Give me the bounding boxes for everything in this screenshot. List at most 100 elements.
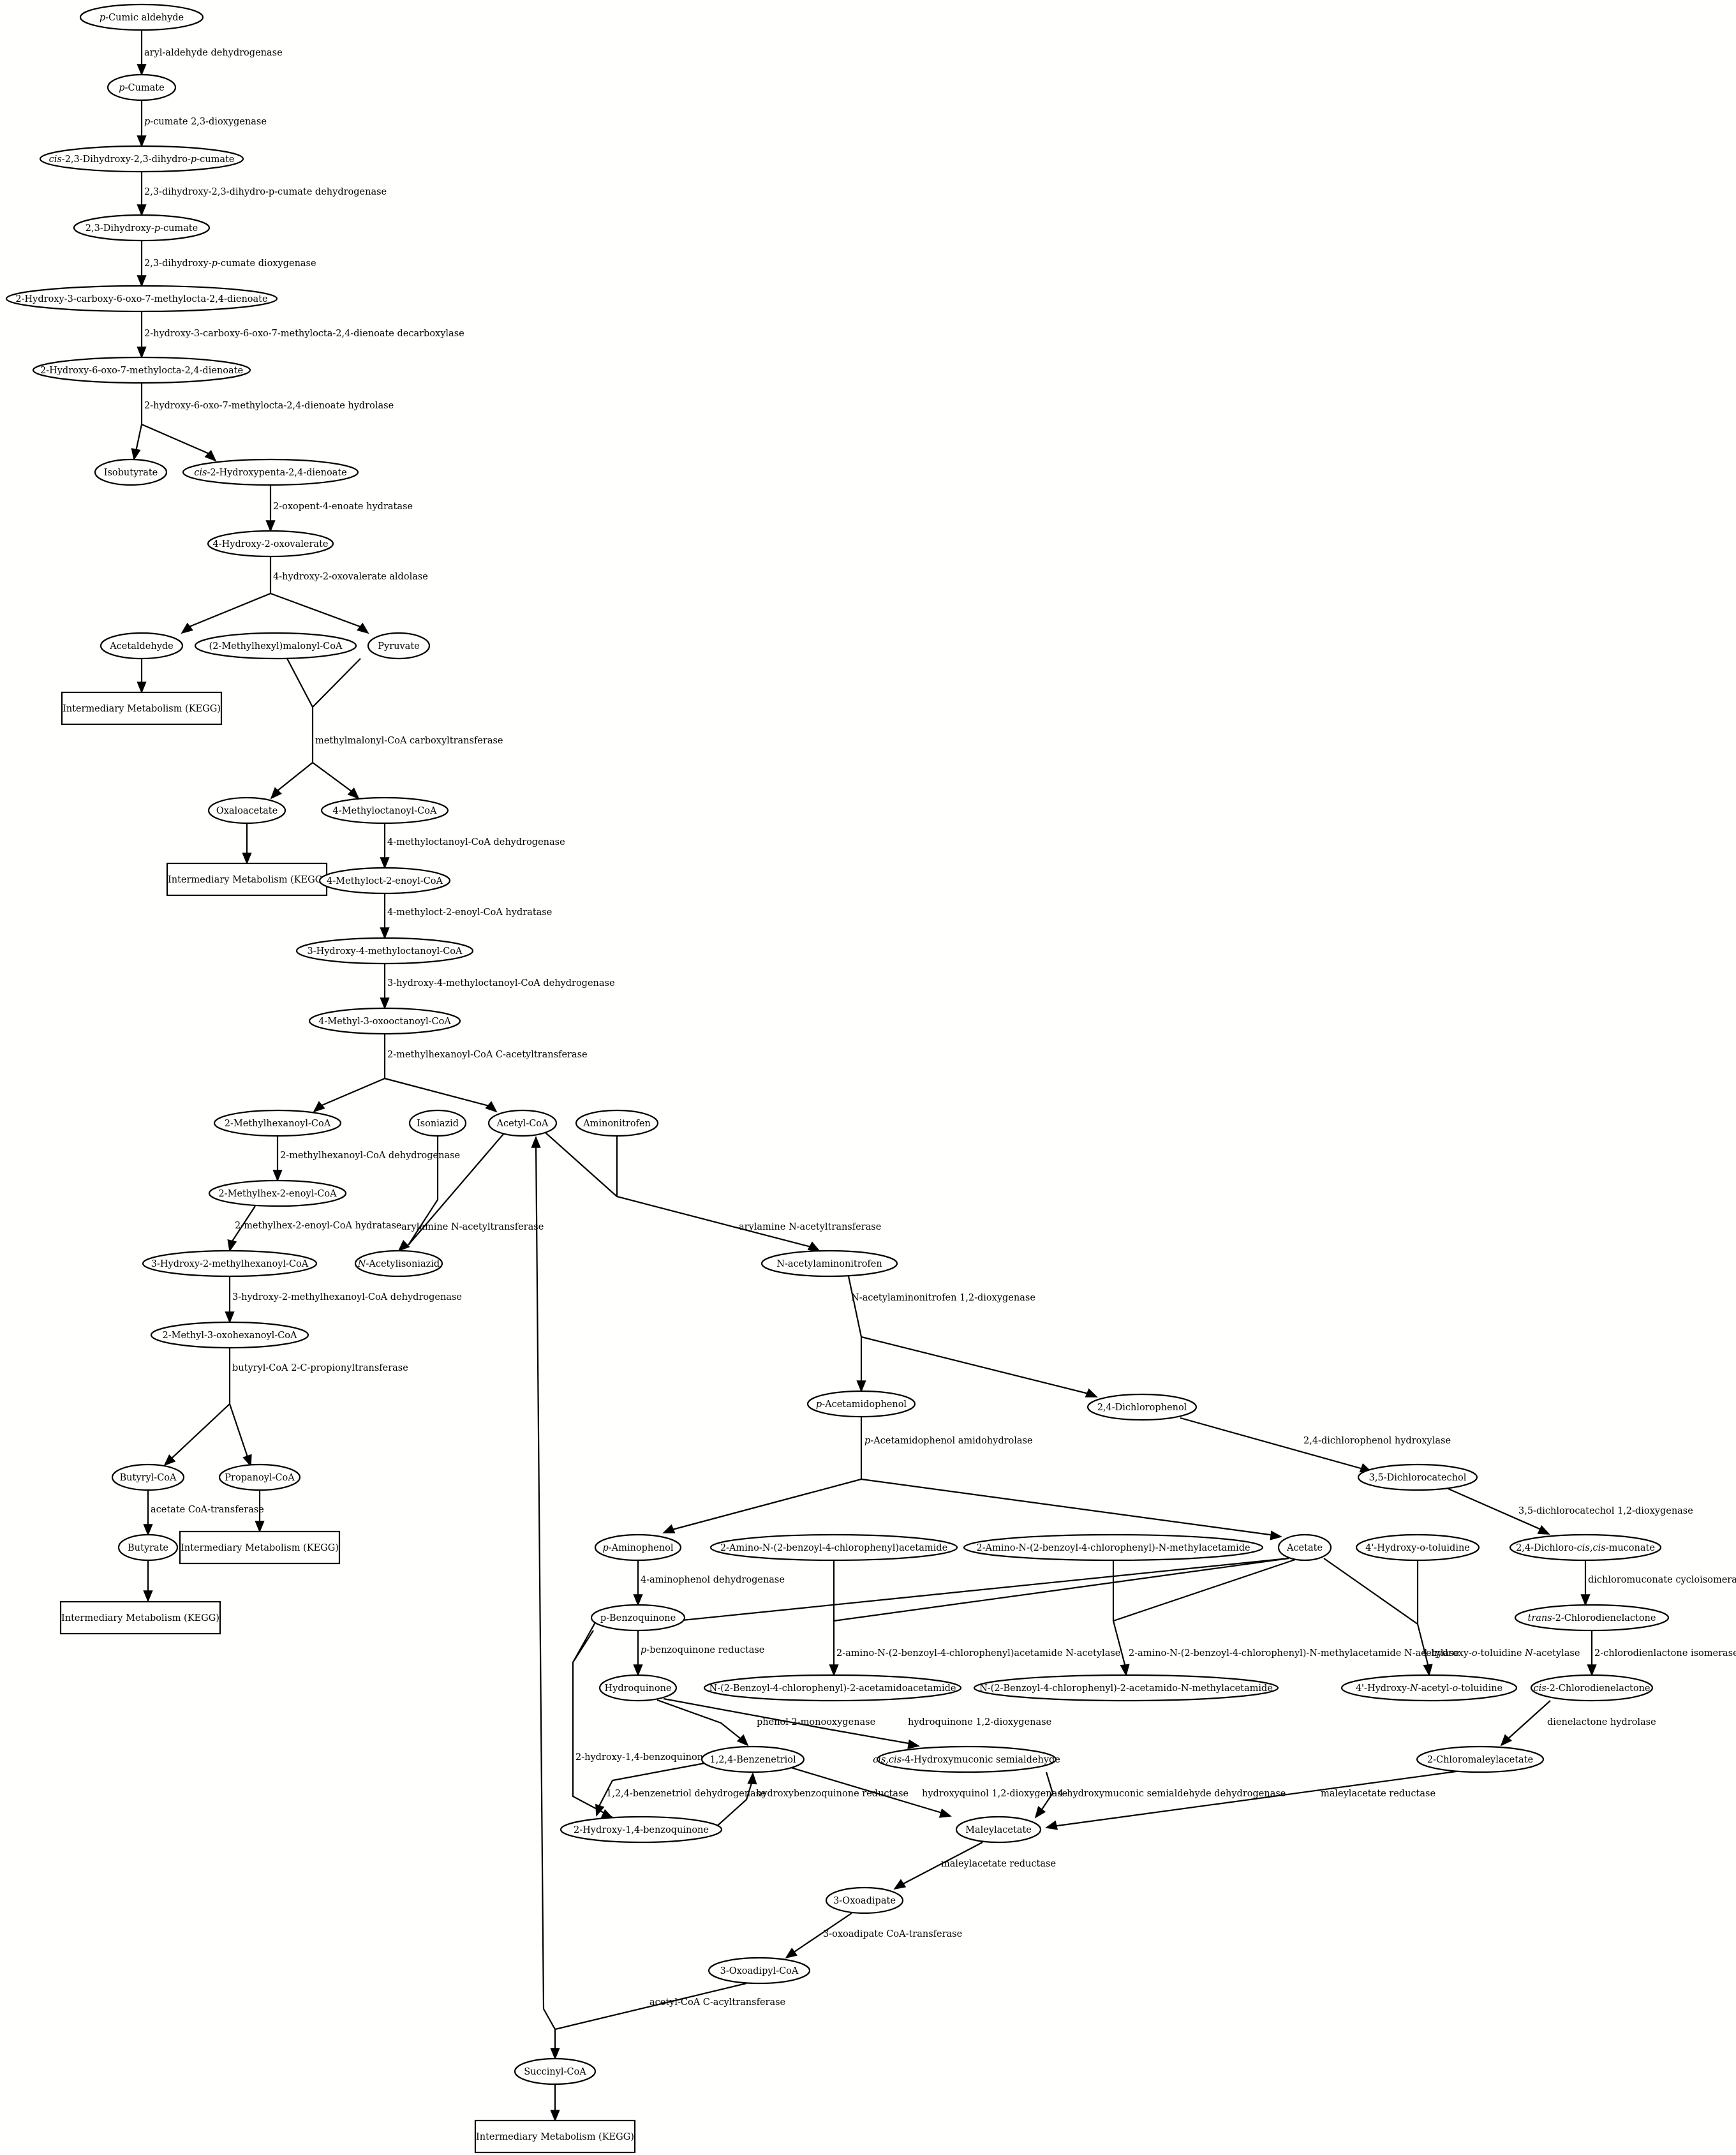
node-shape: [408, 1109, 467, 1137]
compound-node: 3-Hydroxy-4-methyloctanoyl-CoA: [295, 937, 474, 965]
edge-e14: 2-methylhexanoyl-CoA dehydrogenase: [272, 1136, 460, 1182]
arrowhead: [1423, 1664, 1433, 1676]
node-shape: [701, 1745, 805, 1773]
enzyme-label: 3,5-dichlorocatechol 1,2-dioxygenase: [1518, 1506, 1693, 1516]
enzyme-label: p-benzoquinone reductase: [641, 1645, 764, 1655]
edge-e19: arylamine N-acetyltransferase: [397, 1133, 544, 1252]
enzyme-label: butyryl-CoA 2-C-propionyltransferase: [232, 1363, 408, 1373]
arrowhead: [1580, 1594, 1591, 1606]
compound-node: Isoniazid: [408, 1109, 467, 1137]
node-label: 2-Methyl-3-oxohexanoyl-CoA: [162, 1331, 297, 1341]
node-label: Aminonitrofen: [582, 1119, 651, 1129]
edge-e4: 2,3-dihydroxy-p-cumate dioxygenase: [137, 241, 316, 287]
enzyme-label: dichloromuconate cycloisomerase: [1588, 1575, 1736, 1585]
metabolism-box: Intermediary Metabolism (KEGG): [179, 1530, 341, 1565]
node-shape: [806, 1390, 916, 1418]
node-shape: [708, 1957, 811, 1985]
node-shape: [1357, 1463, 1478, 1491]
enzyme-label: 4-hydroxymuconic semialdehyde dehydrogen…: [1058, 1789, 1286, 1799]
node-shape: [207, 530, 334, 558]
node-label: N-acetylaminonitrofen: [776, 1259, 882, 1269]
arrowhead: [137, 682, 147, 694]
enzyme-label: 4-hydroxy-2-oxovalerate aldolase: [273, 572, 428, 582]
enzyme-label: hydroxybenzoquinone reductase: [756, 1789, 909, 1799]
node-shape: [308, 1007, 461, 1035]
edge-line: [1505, 1700, 1551, 1741]
compound-node: cis,cis-4-Hydroxymuconic semialdehyde: [873, 1745, 1060, 1773]
enzyme-label: 2-amino-N-(2-benzoyl-4-chlorophenyl)acet…: [836, 1648, 1120, 1659]
arrowhead: [137, 347, 147, 359]
node-label: 4'-Hydroxy-N-acetyl-o-toluidine: [1356, 1683, 1502, 1694]
compound-node: Hydroquinone: [598, 1674, 678, 1702]
edge-e40: maleylacetate reductase: [1045, 1770, 1462, 1830]
compound-node: (2-Methylhexyl)malonyl-CoA: [194, 632, 357, 660]
arrowhead: [227, 1239, 237, 1252]
node-label: p-Acetamidophenol: [816, 1399, 907, 1410]
node-shape: [61, 691, 223, 726]
compound-node: Oxaloacetate: [207, 796, 286, 824]
node-shape: [117, 1533, 179, 1562]
node-shape: [487, 1109, 558, 1137]
compound-node: Aminonitrofen: [575, 1109, 659, 1137]
edge-e34: 2-hydroxy-1,4-benzoquinone 2-reductase: [572, 1612, 767, 1819]
enzyme-label: 3-hydroxy-2-methylhexanoyl-CoA dehydroge…: [232, 1292, 462, 1302]
enzyme-label: 2-methylhexanoyl-CoA C-acetyltransferase: [387, 1050, 588, 1060]
edge-succ: [550, 2084, 560, 2122]
node-label: 2,4-Dichlorophenol: [1097, 1403, 1187, 1413]
edge-line: [714, 1778, 754, 1829]
node-shape: [474, 2119, 636, 2154]
edge-prp: [255, 1490, 265, 1533]
compound-node: 2-Hydroxy-6-oxo-7-methylocta-2,4-dienoat…: [32, 356, 251, 384]
node-label: 1,2,4-Benzenetriol: [709, 1755, 796, 1765]
node-shape: [150, 1321, 309, 1349]
compound-node: cis-2,3-Dihydroxy-2,3-dihydro-p-cumate: [39, 145, 244, 173]
node-label: Isoniazid: [417, 1119, 459, 1129]
arrowhead: [143, 1590, 153, 1602]
arrowhead: [380, 997, 390, 1010]
edge-e8: 4-hydroxy-2-oxovalerate aldolase: [181, 556, 428, 634]
node-shape: [318, 867, 451, 895]
edge-line: [676, 1557, 1289, 1669]
node-shape: [1530, 1674, 1654, 1702]
node-shape: [59, 1600, 221, 1635]
node-label: 3-Oxoadipate: [833, 1896, 896, 1906]
edge-line: [847, 1276, 1092, 1396]
node-label: 4-Methyl-3-oxooctanoyl-CoA: [318, 1017, 451, 1027]
edge-e38: hydroxyquinol 1,2-dioxygenase: [790, 1766, 1067, 1818]
compound-node: 2-Amino-N-(2-benzoyl-4-chlorophenyl)acet…: [709, 1533, 958, 1562]
edge-e23: p-Acetamidophenol amidohydrolase: [662, 1417, 1282, 1540]
enzyme-label: p-cumate 2,3-dioxygenase: [144, 117, 267, 127]
arrowhead: [1500, 1734, 1512, 1747]
enzyme-label: 2,3-dihydroxy-p-cumate dioxygenase: [144, 258, 316, 269]
metabolism-box: Intermediary Metabolism (KEGG): [59, 1600, 221, 1635]
enzyme-label: 2-methylhexanoyl-CoA dehydrogenase: [280, 1151, 460, 1161]
node-shape: [107, 73, 177, 101]
compound-node: 2-Methyl-3-oxohexanoyl-CoA: [150, 1321, 309, 1349]
compound-node: Isobutyrate: [94, 458, 168, 486]
compound-node: Acetaldehyde: [100, 632, 184, 660]
edge-e11: 4-methyloct-2-enoyl-CoA hydratase: [380, 893, 552, 939]
edge-e2: p-cumate 2,3-dioxygenase: [137, 100, 267, 147]
node-label: Succinyl-CoA: [524, 2067, 586, 2077]
enzyme-label: acetyl-CoA C-acyltransferase: [649, 1997, 785, 2008]
edge-line: [186, 556, 364, 629]
compound-node: p-Cumic aldehyde: [79, 3, 204, 31]
edge-e43: acetyl-CoA C-acyltransferase: [531, 1136, 785, 2060]
node-shape: [760, 1249, 898, 1278]
edge-e1: aryl-aldehyde dehydrogenase: [137, 30, 283, 76]
node-label: 2-Amino-N-(2-benzoyl-4-chlorophenyl)-N-m…: [976, 1543, 1250, 1553]
arrowhead: [347, 787, 360, 800]
arrowhead: [907, 1739, 920, 1749]
arrowhead: [225, 1311, 235, 1324]
edge-e27: p-benzoquinone reductase: [633, 1630, 764, 1676]
edge-e7: 2-oxopent-4-enoate hydratase: [265, 485, 413, 532]
edge-line: [274, 658, 361, 794]
arrowhead: [380, 927, 390, 939]
arrowhead: [313, 1101, 325, 1113]
arrowhead: [270, 787, 282, 800]
compound-node: 3,5-Dichlorocatechol: [1357, 1463, 1478, 1491]
node-label: Butyrate: [128, 1543, 168, 1553]
edge-e30: 4-hydroxy-o-toluidine N-acetylase: [1323, 1558, 1580, 1676]
node-label: Maleylacetate: [965, 1825, 1032, 1835]
arrowhead: [1587, 1664, 1597, 1676]
